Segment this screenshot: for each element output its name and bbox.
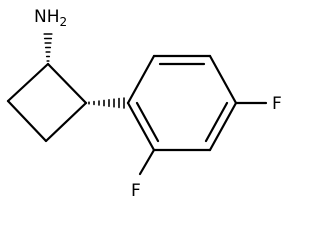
bond-to-ortho-fluorine: [138, 148, 156, 176]
ring-bond-left: [6, 99, 48, 143]
ring-bond-bottom: [44, 101, 88, 143]
ring-bond-right: [46, 62, 88, 105]
benzene-ring: [126, 54, 238, 152]
molecule-diagram: NH2 F F: [6, 7, 282, 201]
ring-bond-top: [6, 62, 50, 103]
cyclobutane-ring: [6, 62, 88, 143]
hashed-wedge-to-amine: [43, 33, 53, 62]
ortho-fluorine-label: F: [131, 181, 141, 201]
ring-bond-c4-c5: [208, 101, 238, 152]
hashed-wedge-to-aryl: [88, 97, 125, 109]
para-fluorine-label: F: [272, 94, 282, 114]
amine-label: NH2: [34, 7, 67, 29]
inner-double-bond-left: [135, 101, 160, 143]
ring-bond-c1-c2: [126, 54, 156, 105]
ring-bond-c3-c4: [208, 54, 238, 105]
structure-canvas: NH2 F F: [6, 7, 282, 201]
ring-bond-c6-c1: [126, 101, 156, 152]
inner-double-bond-right: [204, 101, 229, 143]
